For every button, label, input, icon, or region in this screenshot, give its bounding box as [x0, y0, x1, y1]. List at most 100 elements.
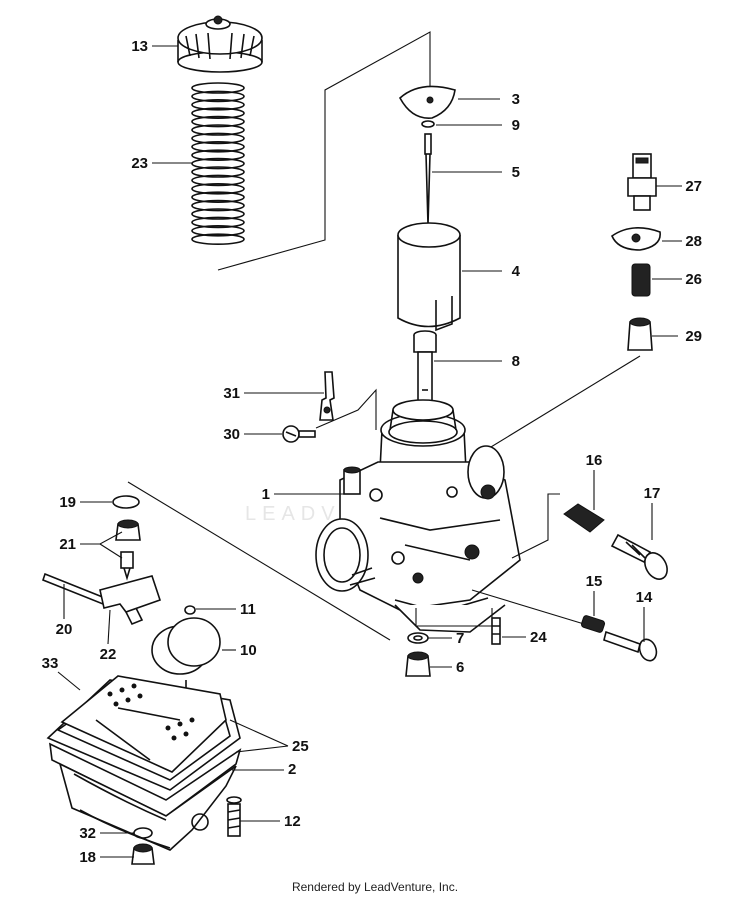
callout-needle-jet: 8: [434, 353, 520, 370]
float-clip-11: [184, 605, 196, 615]
callout-number: 7: [456, 630, 464, 647]
callout-inlet-washer: 28: [662, 233, 702, 250]
callout-jet-needle: 5: [432, 164, 520, 181]
callout-spring: 23: [131, 155, 192, 172]
callout-main-jet: 6: [430, 659, 464, 676]
callout-float-bowl: 2: [232, 761, 296, 778]
callout-number: 12: [284, 813, 301, 830]
assembly-line-inlet: [485, 355, 641, 451]
leader-line: [229, 719, 289, 753]
float-arm-22: [99, 575, 162, 626]
callout-inlet-plunger: 29: [652, 328, 702, 345]
cable-bracket-31: [319, 371, 335, 421]
callout-o-ring: 19: [59, 494, 112, 511]
assembly-line-cap: [217, 31, 431, 271]
callout-float-clip: 11: [196, 601, 256, 618]
callout-number: 32: [79, 825, 96, 842]
callout-number: 9: [512, 117, 520, 134]
bracket-screw-30: [282, 425, 316, 443]
jet-needle-5: [424, 133, 432, 226]
leader-line: [57, 671, 81, 691]
assembly-line-bracket: [315, 388, 377, 430]
callout-cable-bracket: 31: [223, 385, 324, 402]
callout-number: 13: [131, 38, 148, 55]
callout-number: 5: [512, 164, 520, 181]
inlet-washer-28: [611, 227, 661, 251]
jet-washer-7: [407, 632, 429, 644]
drain-plug-18: [131, 843, 155, 865]
needle-clip-plate-3: [398, 85, 456, 119]
credit-footer: Rendered by LeadVenture, Inc.: [291, 880, 459, 894]
assembly-line-float-left: [127, 481, 391, 641]
callout-inlet-spring: 26: [652, 271, 702, 288]
callout-cap: 13: [131, 38, 178, 55]
callout-drain-washer: 32: [79, 825, 134, 842]
callout-number: 15: [586, 573, 603, 590]
callout-number: 27: [685, 178, 702, 195]
main-jet-6: [405, 651, 431, 677]
callout-jet-washer: 7: [428, 630, 464, 647]
callout-throttle-valve: 4: [462, 263, 521, 280]
assembly-line-air-screw: [471, 589, 585, 625]
callout-number: 3: [512, 91, 520, 108]
callout-number: 16: [586, 452, 603, 469]
callout-throttle-stop-spring: 16: [586, 452, 603, 510]
air-screw-14: [603, 630, 658, 662]
callout-number: 17: [644, 485, 661, 502]
spring-23: [191, 82, 245, 245]
callout-float-arm: 22: [100, 609, 117, 663]
callout-labels: 1323395482728262931301161719212022111015…: [42, 38, 702, 866]
callout-number: 20: [56, 621, 73, 638]
callout-number: 30: [223, 426, 240, 443]
pilot-jet-24: [491, 617, 501, 645]
callout-number: 26: [685, 271, 702, 288]
callout-number: 33: [42, 655, 59, 672]
callout-bracket-screw: 30: [223, 426, 282, 443]
throttle-stop-screw-17: [610, 533, 668, 580]
callout-carburetor-body: 1: [262, 486, 344, 503]
callout-number: 14: [636, 589, 653, 606]
carburetor-body-1: [315, 399, 521, 633]
callout-number: 31: [223, 385, 240, 402]
assembly-line-stop: [511, 493, 560, 559]
callout-number: 25: [292, 738, 309, 755]
callout-number: 22: [100, 646, 117, 663]
throttle-valve-4: [397, 222, 461, 332]
callout-needle-clip-plate: 3: [458, 91, 520, 108]
inlet-plunger-29: [627, 317, 653, 351]
cap-13: [177, 15, 263, 73]
callout-number: 29: [685, 328, 702, 345]
callout-number: 2: [288, 761, 296, 778]
callout-number: 4: [512, 263, 521, 280]
assembly-line-jets: [415, 608, 493, 627]
callout-bowl-screw: 12: [240, 813, 301, 830]
callout-fuel-inlet-fitting: 27: [656, 178, 702, 195]
callout-number: 21: [59, 536, 76, 553]
float-10: [151, 617, 221, 700]
callout-drain-plug: 18: [79, 849, 134, 866]
callout-number: 18: [79, 849, 96, 866]
o-ring-19: [112, 495, 140, 509]
leader-line: [80, 531, 123, 559]
callout-air-screw-spring: 15: [586, 573, 603, 616]
callout-float-bowl-gasket: 25: [229, 719, 309, 755]
callout-float-arm-pin: 20: [56, 584, 73, 638]
callout-number: 24: [530, 629, 547, 646]
callout-float-needle-valve: 21: [59, 531, 123, 559]
callout-float: 10: [222, 642, 257, 659]
callout-number: 23: [131, 155, 148, 172]
needle-jet-8: [413, 330, 437, 408]
callout-number: 1: [262, 486, 270, 503]
float-needle-valve-21: [115, 519, 141, 581]
callout-number: 19: [59, 494, 76, 511]
leader-line: [107, 609, 111, 645]
callout-needle-clip: 9: [436, 117, 520, 134]
callout-number: 8: [512, 353, 520, 370]
inlet-spring-26: [631, 263, 651, 297]
callout-air-screw: 14: [636, 589, 653, 642]
callout-number: 10: [240, 642, 257, 659]
fuel-inlet-fitting-27: [627, 153, 657, 211]
throttle-stop-spring-16: [563, 503, 605, 533]
air-screw-spring-15: [580, 615, 606, 633]
